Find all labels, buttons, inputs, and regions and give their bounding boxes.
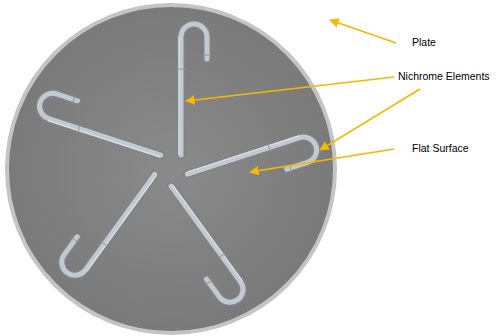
part-label: Flat Surface [412,142,469,155]
part-label: Plate [412,36,436,49]
plate-disc [7,5,335,333]
part-label: Nichrome Elements [398,70,490,83]
leader-arrows [186,20,420,172]
